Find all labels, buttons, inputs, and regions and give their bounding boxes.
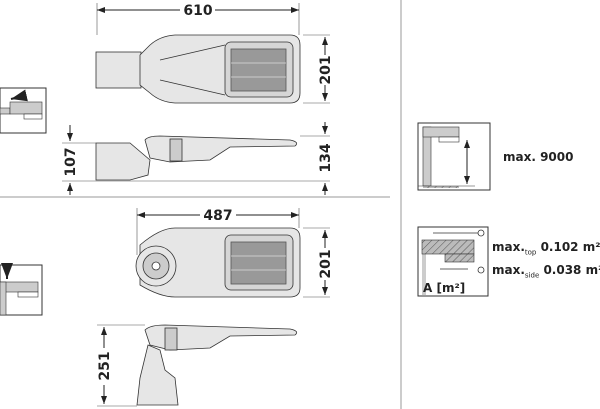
wind-area-side: max.side 0.038 m² [492,263,600,279]
dim-height-side-2-label: 251 [97,351,113,380]
dimension-height-side-2 [97,324,145,407]
wind-area-icon-label: A [m²] [423,281,465,295]
dim-height-bracket-1-label: 107 [63,147,79,176]
luminaire-1-top-view [95,34,301,104]
dimension-height-bracket-1 [62,122,330,195]
mounting-height-icon [417,122,491,191]
side-entry-mounting-icon [0,87,47,134]
luminaire-2-top-view [135,227,301,298]
wind-area-top: max.top 0.102 m² [492,240,600,256]
wind-area-top-prefix: max. [492,240,525,254]
wind-area-side-sub: side [524,271,540,280]
dim-height-top-2-label: 201 [318,249,334,278]
wind-area-icon: A [m²] [417,226,489,297]
dim-height-top-1-label: 201 [318,55,334,84]
dim-width-1-label: 610 [183,3,212,19]
wind-area-side-value: 0.038 m² [543,263,600,277]
dimension-height-top-1 [303,34,330,104]
luminaire-1-side-view [95,135,298,181]
dim-height-side-1-label: 134 [318,143,334,172]
mounting-height-label: max. 9000 [503,150,574,164]
dimension-width-2 [136,208,330,298]
luminaire-2-side-view [136,324,298,406]
dim-width-2-label: 487 [203,208,232,224]
wind-area-top-sub: top [524,248,537,257]
post-top-mounting-icon [0,263,43,316]
wind-area-top-value: 0.102 m² [540,240,600,254]
dimension-width-1 [96,3,300,35]
wind-area-side-prefix: max. [492,263,525,277]
